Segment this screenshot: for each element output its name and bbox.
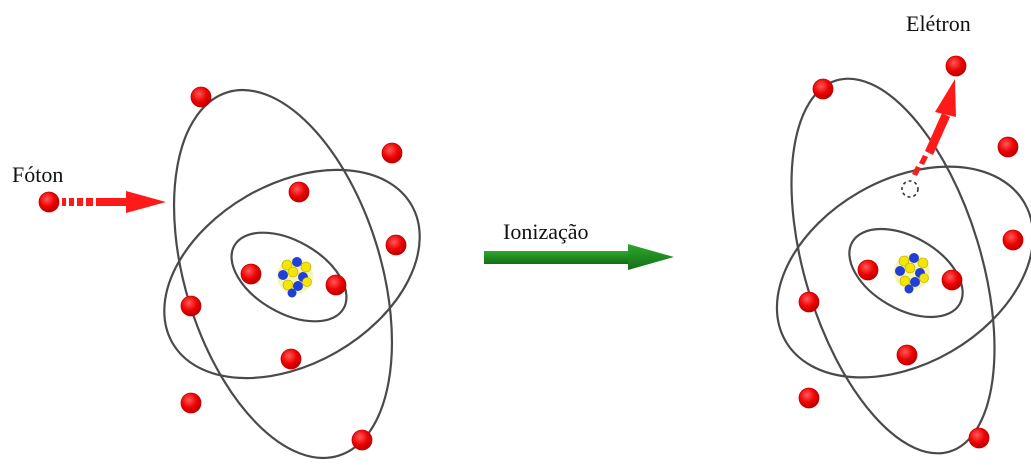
electron bbox=[812, 78, 834, 100]
electron bbox=[1002, 229, 1024, 251]
electron-label: Elétron bbox=[906, 11, 971, 36]
electron bbox=[240, 263, 262, 285]
electron bbox=[798, 291, 820, 313]
nucleus bbox=[894, 253, 930, 294]
electron bbox=[997, 136, 1019, 158]
electron bbox=[968, 427, 990, 449]
electron bbox=[385, 234, 407, 256]
electron bbox=[941, 269, 963, 291]
atom-neutral bbox=[163, 86, 421, 460]
electron bbox=[896, 344, 918, 366]
ejected-electron-arrow bbox=[912, 55, 967, 176]
electrons-right bbox=[798, 78, 1024, 449]
electron bbox=[798, 387, 820, 409]
electron bbox=[180, 295, 202, 317]
electron bbox=[190, 86, 212, 108]
ionization-arrow bbox=[484, 244, 674, 270]
electron bbox=[381, 142, 403, 164]
electron bbox=[351, 429, 373, 451]
ejected-electron bbox=[945, 55, 967, 77]
electron bbox=[288, 181, 310, 203]
electrons-left bbox=[180, 86, 407, 451]
orbit-outer-tall bbox=[790, 77, 996, 455]
atom-ionized bbox=[775, 77, 1031, 455]
electron bbox=[857, 259, 879, 281]
nucleus bbox=[277, 257, 313, 298]
electron-vacancy bbox=[901, 180, 919, 198]
orbit-inner bbox=[848, 227, 964, 319]
electron bbox=[325, 274, 347, 296]
orbit-inner bbox=[230, 231, 348, 323]
orbit-outer-wide bbox=[163, 168, 421, 380]
ionization-label: Ionização bbox=[503, 219, 589, 244]
photon-label: Fóton bbox=[12, 162, 63, 187]
photon-arrow bbox=[38, 191, 166, 213]
electron bbox=[280, 348, 302, 370]
orbit-outer-wide bbox=[775, 165, 1031, 379]
electron bbox=[180, 392, 202, 414]
